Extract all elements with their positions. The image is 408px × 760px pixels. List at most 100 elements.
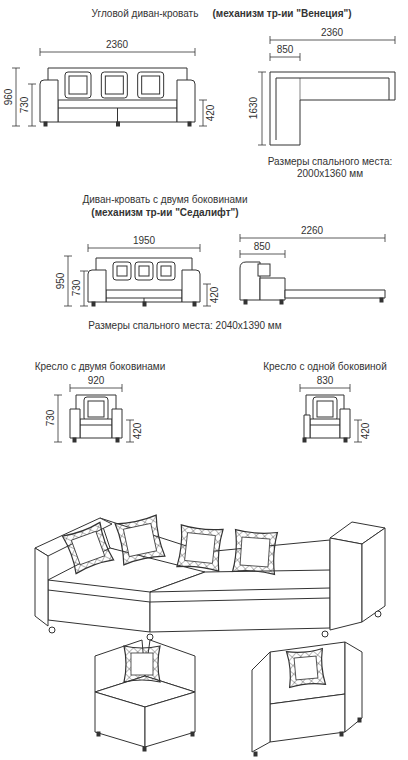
dimension-line	[300, 53, 301, 61]
label: 2360	[105, 39, 129, 51]
pillow	[233, 530, 278, 575]
leg	[322, 631, 328, 637]
outline	[285, 290, 385, 298]
cushion	[258, 264, 270, 276]
vertical-dimension: 420	[360, 422, 372, 441]
dimension-line	[385, 234, 386, 242]
dimension-line	[270, 40, 395, 41]
dimension-line	[80, 271, 88, 272]
dimension-line	[199, 100, 207, 101]
outline	[362, 528, 385, 622]
vertical-dimension: 950	[55, 272, 67, 291]
leg	[344, 438, 347, 442]
outline	[260, 278, 285, 300]
dimension-line	[195, 48, 196, 56]
dimension-line	[240, 254, 285, 255]
pillow	[62, 522, 113, 573]
dimension-line	[12, 126, 20, 127]
leg	[244, 300, 247, 304]
vertical-dimension: 420	[209, 286, 221, 305]
dimension-line	[150, 592, 151, 602]
dimension-line	[28, 84, 36, 85]
cushion	[313, 397, 337, 421]
dimension-line	[354, 420, 362, 421]
leg	[92, 302, 95, 306]
dimension-line	[80, 425, 112, 426]
cushion-inner	[88, 401, 104, 417]
cushion-inner	[69, 76, 87, 94]
leg	[358, 718, 361, 722]
dimension-line	[58, 395, 59, 442]
dimension-line	[258, 145, 266, 146]
dimension-line	[300, 384, 301, 392]
outline	[270, 694, 345, 742]
dimension-line	[70, 388, 122, 389]
leg	[340, 732, 343, 736]
dimension-line	[64, 256, 72, 257]
dimension-line	[12, 68, 20, 69]
outline	[48, 590, 150, 632]
dimension-line	[126, 442, 134, 443]
outline	[306, 395, 344, 421]
dimension-line	[70, 384, 71, 392]
leg	[73, 438, 76, 442]
cushion-inner	[105, 76, 123, 94]
outline	[150, 570, 330, 592]
outline	[96, 258, 192, 292]
label: 830	[316, 375, 335, 387]
dimension-line	[54, 395, 62, 396]
leg	[143, 302, 146, 306]
outline	[48, 68, 187, 102]
dimension-line	[88, 244, 89, 252]
cushion	[135, 262, 153, 280]
cushion-inner	[117, 266, 127, 276]
label: 850	[253, 241, 272, 253]
dimension-line	[276, 78, 277, 140]
outline	[177, 80, 195, 122]
leg	[375, 611, 381, 617]
vertical-dimension: 420	[132, 422, 144, 441]
leg	[280, 300, 283, 304]
leg	[380, 298, 383, 302]
outline	[70, 409, 80, 438]
label: (механизм тр-ии "Венеция")	[211, 8, 352, 20]
label: Кресло с одной боковиной	[262, 361, 388, 373]
outline	[240, 262, 260, 300]
leg	[193, 302, 196, 306]
cushion-inner	[317, 401, 333, 417]
outline	[304, 415, 310, 438]
vertical-dimension: 1630	[248, 96, 260, 120]
dimension-line	[40, 52, 195, 53]
dimension-line	[350, 384, 351, 392]
cushion	[65, 72, 91, 98]
label: 920	[87, 375, 106, 387]
leg	[188, 122, 191, 126]
dimension-line	[285, 250, 286, 258]
dimension-line	[262, 72, 263, 145]
label: Угловой диван-кровать	[91, 8, 200, 20]
leg	[147, 634, 153, 640]
vertical-dimension: 420	[205, 104, 217, 123]
dimension-line	[207, 284, 208, 306]
dimension-line	[117, 108, 118, 122]
leg	[191, 732, 194, 736]
dimension-line	[354, 442, 362, 443]
cushion	[84, 397, 108, 421]
dimension-line	[200, 244, 201, 252]
dimension-line	[240, 250, 241, 258]
dimension-line	[203, 284, 211, 285]
outline	[76, 395, 116, 421]
cushion	[101, 72, 127, 98]
outline	[340, 409, 350, 438]
leg	[44, 122, 47, 126]
vertical-dimension: 960	[3, 88, 15, 107]
dimension-line	[80, 306, 88, 307]
dimension-line	[270, 53, 271, 61]
cushion	[157, 262, 175, 280]
dimension-line	[240, 234, 241, 242]
outline	[145, 692, 195, 747]
pillow	[124, 646, 160, 682]
outline	[330, 538, 362, 630]
leg	[97, 732, 100, 736]
